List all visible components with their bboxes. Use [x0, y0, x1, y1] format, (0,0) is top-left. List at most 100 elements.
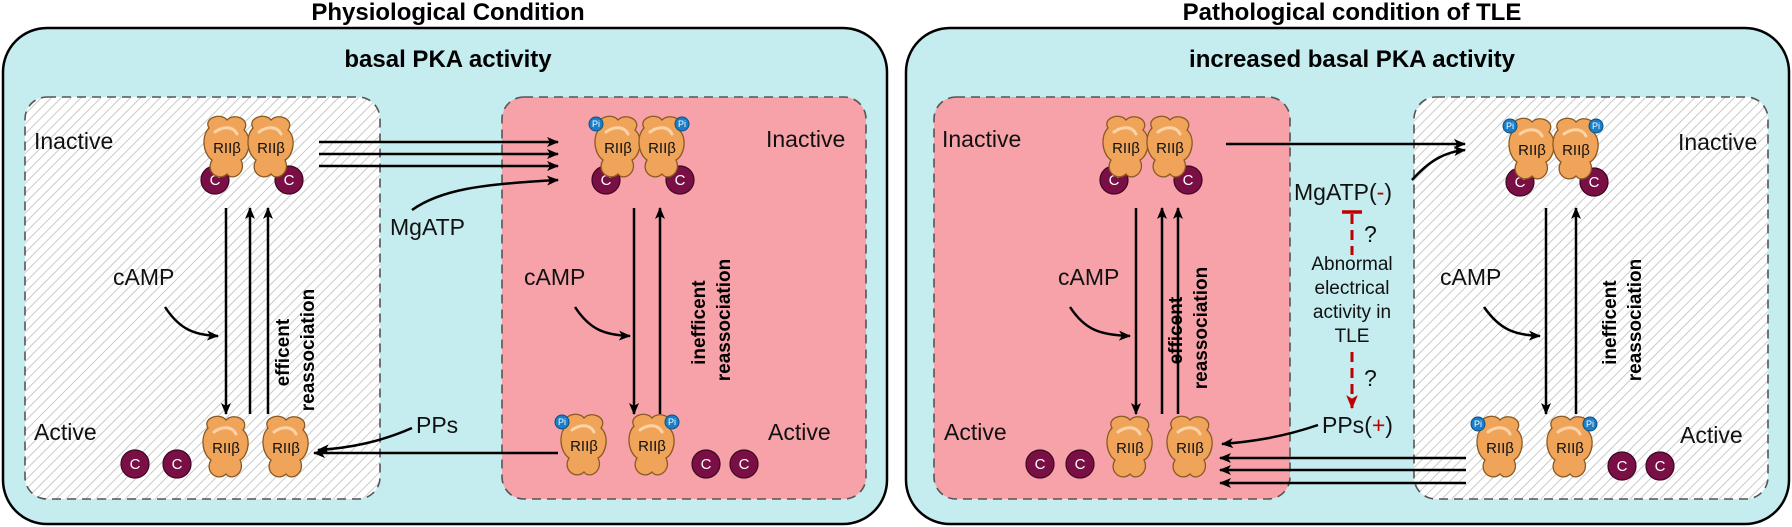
phosphate-icon: Pi: [554, 414, 570, 430]
regulatory-label: RIIβ: [570, 438, 598, 455]
svg-text:C: C: [1589, 174, 1600, 191]
right-panel-title: Pathological condition of TLE: [1183, 0, 1522, 26]
abnormal-line-4: TLE: [1335, 326, 1370, 347]
regulatory-label: RIIβ: [1176, 440, 1204, 457]
regulatory-subunit: RIIβ Pi: [1546, 415, 1598, 478]
svg-text:Pi: Pi: [1506, 121, 1514, 131]
svg-text:C: C: [739, 456, 750, 473]
regulatory-subunit: RIIβ: [202, 415, 249, 478]
phosphate-icon: Pi: [674, 116, 690, 132]
regulatory-label: RIIβ: [648, 140, 676, 157]
left-camp-label: cAMP: [113, 264, 174, 290]
phosphate-icon: Pi: [664, 414, 680, 430]
regulatory-subunit: RIIβ Pi: [628, 413, 680, 476]
regulatory-label: RIIβ: [1116, 440, 1144, 457]
svg-text:Pi: Pi: [592, 119, 600, 129]
svg-text:C: C: [1035, 456, 1046, 473]
phosphate-icon: Pi: [1588, 118, 1604, 134]
catalytic-subunit: C: [162, 449, 192, 479]
left-active-label: Active: [34, 419, 97, 445]
left-arrows: [163, 137, 665, 458]
right-unphosphorylated-box: [933, 96, 1291, 500]
abnormal-line-1: Abnormal: [1311, 254, 1392, 275]
right-camp-label: cAMP: [1058, 264, 1119, 290]
right-phos-active-label: Active: [1680, 422, 1743, 448]
right-active-label: Active: [944, 419, 1007, 445]
left-mgatp-label: MgATP: [390, 214, 465, 240]
reassoc-line-2: reassociation: [298, 289, 319, 412]
right-phos-camp-label: cAMP: [1440, 264, 1501, 290]
regulatory-label: RIIβ: [1486, 440, 1514, 457]
svg-text:C: C: [675, 172, 686, 189]
svg-text:C: C: [210, 172, 221, 189]
catalytic-subunit: C: [1645, 451, 1675, 481]
right-mgatp-label: MgATP(-): [1294, 179, 1392, 205]
left-pps-label: PPs: [416, 412, 458, 438]
regulatory-label: RIIβ: [213, 140, 241, 157]
pps-arrow: [317, 426, 413, 455]
svg-text:Pi: Pi: [1592, 121, 1600, 131]
regulatory-label: RIIβ: [1112, 140, 1140, 157]
pps-text: PPs: [1322, 412, 1364, 438]
catalytic-subunit: C: [1025, 449, 1055, 479]
regulatory-subunit: RIIβ: [1166, 415, 1213, 478]
regulatory-subunit: RIIβ: [262, 415, 309, 478]
phos-camp-arrow: [1482, 306, 1541, 341]
regulatory-subunit: RIIβ: [1106, 415, 1153, 478]
svg-text:C: C: [172, 456, 183, 473]
svg-text:C: C: [1183, 172, 1194, 189]
left-panel-title: Physiological Condition: [311, 0, 584, 26]
svg-text:C: C: [130, 456, 141, 473]
svg-text:Pi: Pi: [1474, 419, 1482, 429]
regulatory-label: RIIβ: [257, 140, 285, 157]
left-efficient-reassociation-label: efficent reassociation: [273, 289, 319, 412]
catalytic-subunit: C: [691, 449, 721, 479]
catalytic-subunit: C: [729, 449, 759, 479]
right-phosphorylated-box: [1413, 96, 1769, 500]
svg-text:Pi: Pi: [1586, 419, 1594, 429]
svg-text:Pi: Pi: [678, 119, 686, 129]
left-panel-subtitle: basal PKA activity: [344, 46, 552, 73]
question-mark-top: ?: [1364, 221, 1377, 247]
mgatp-sign: (-): [1369, 179, 1392, 205]
left-unphosphorylated-box: [24, 96, 381, 500]
svg-text:C: C: [601, 172, 612, 189]
right-phos-inactive-label: Inactive: [1678, 129, 1757, 155]
regulatory-label: RIIβ: [638, 438, 666, 455]
tle-inhibition-marker: [1342, 210, 1362, 255]
right-arrows: [1068, 139, 1581, 488]
right-inactive-label: Inactive: [942, 126, 1021, 152]
pps-arrow: [1221, 423, 1319, 449]
question-mark-bottom: ?: [1364, 365, 1377, 391]
regulatory-subunit: RIIβ Pi: [1470, 415, 1523, 478]
right-panel-subtitle: increased basal PKA activity: [1189, 46, 1516, 73]
reassoc-line-1: efficent: [273, 318, 294, 386]
camp-arrow: [1068, 306, 1131, 341]
mgatp-text: MgATP: [1294, 179, 1369, 205]
phosphate-icon: Pi: [1582, 416, 1598, 432]
right-efficient-reassociation-label: efficent reassociation: [1166, 267, 1212, 390]
svg-text:C: C: [284, 172, 295, 189]
regulatory-label: RIIβ: [1556, 440, 1584, 457]
catalytic-subunit: C: [120, 449, 150, 479]
catalytic-subunit: C: [1065, 449, 1095, 479]
abnormal-line-3: activity in: [1313, 302, 1391, 323]
svg-text:C: C: [701, 456, 712, 473]
regulatory-label: RIIβ: [272, 440, 300, 457]
holoenzyme-regulatory: RIIβ Pi: [638, 115, 690, 178]
holoenzyme-regulatory: RIIβ: [1102, 115, 1149, 178]
regulatory-label: RIIβ: [1156, 140, 1184, 157]
abnormal-line-2: electrical: [1315, 278, 1390, 299]
left-phos-inactive-label: Inactive: [766, 126, 845, 152]
phosphate-icon: Pi: [588, 116, 604, 132]
mgatp-arrow: [411, 175, 559, 212]
left-inefficient-reassociation-label: inefficent reassociation: [689, 259, 735, 382]
regulatory-label: RIIβ: [1518, 142, 1546, 159]
holoenzyme-regulatory: RIIβ: [203, 115, 250, 178]
regulatory-label: RIIβ: [212, 440, 240, 457]
catalytic-subunit: C: [1607, 451, 1637, 481]
left-phosphorylated-box: [501, 96, 867, 500]
